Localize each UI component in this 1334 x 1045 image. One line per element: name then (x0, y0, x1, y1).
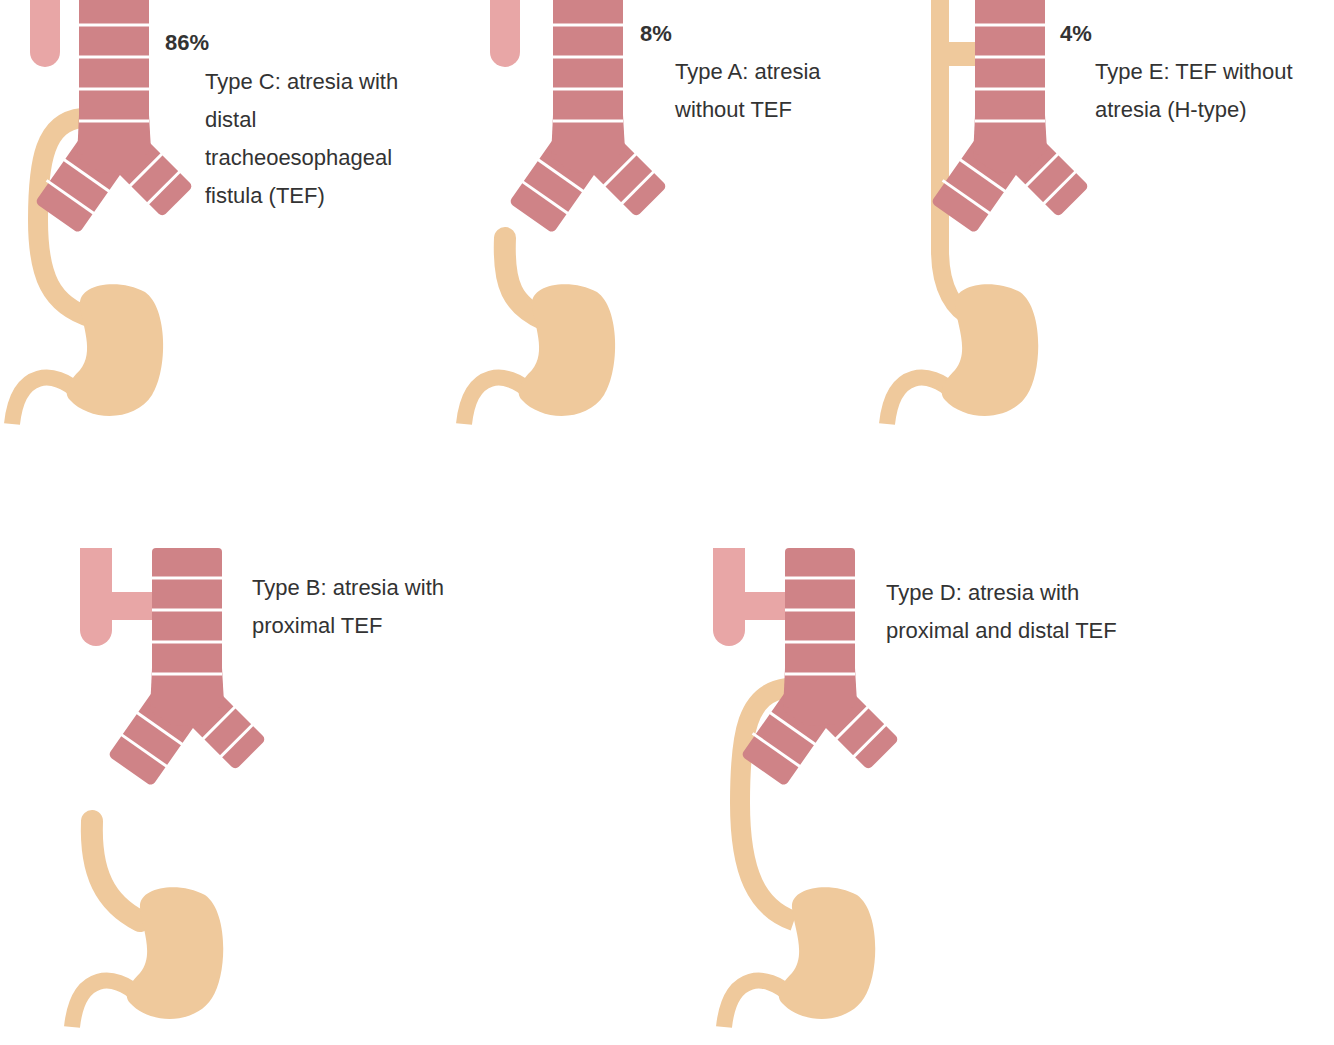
h-type-fistula (938, 42, 980, 66)
type-e-illustration (887, 0, 1091, 424)
upper-pouch (30, 0, 60, 67)
proximal-fistula (108, 592, 156, 620)
proximal-fistula (741, 592, 789, 620)
upper-pouch (713, 548, 745, 646)
stomach (12, 284, 163, 424)
trachea (738, 548, 901, 788)
stomach (72, 887, 223, 1027)
distal-esophagus (92, 821, 140, 921)
upper-pouch (80, 548, 112, 646)
type-b-illustration (72, 548, 268, 1027)
type-label: Type B: atresia with proximal TEF (252, 569, 492, 645)
type-c-illustration (12, 0, 195, 424)
stomach (464, 284, 615, 424)
percentage-label: 4% (1060, 15, 1092, 53)
type-label: Type C: atresia with distal tracheoesoph… (205, 63, 420, 215)
trachea (105, 548, 268, 788)
type-label: Type A: atresia without TEF (675, 53, 870, 129)
upper-pouch (490, 0, 520, 67)
type-label: Type E: TEF without atresia (H-type) (1095, 53, 1327, 129)
percentage-label: 86% (165, 24, 209, 62)
type-d-illustration (713, 548, 901, 1027)
stomach (887, 284, 1038, 424)
stomach (724, 887, 875, 1027)
percentage-label: 8% (640, 15, 672, 53)
type-a-illustration (464, 0, 669, 424)
type-label: Type D: atresia with proximal and distal… (886, 574, 1166, 650)
trachea (928, 0, 1091, 235)
